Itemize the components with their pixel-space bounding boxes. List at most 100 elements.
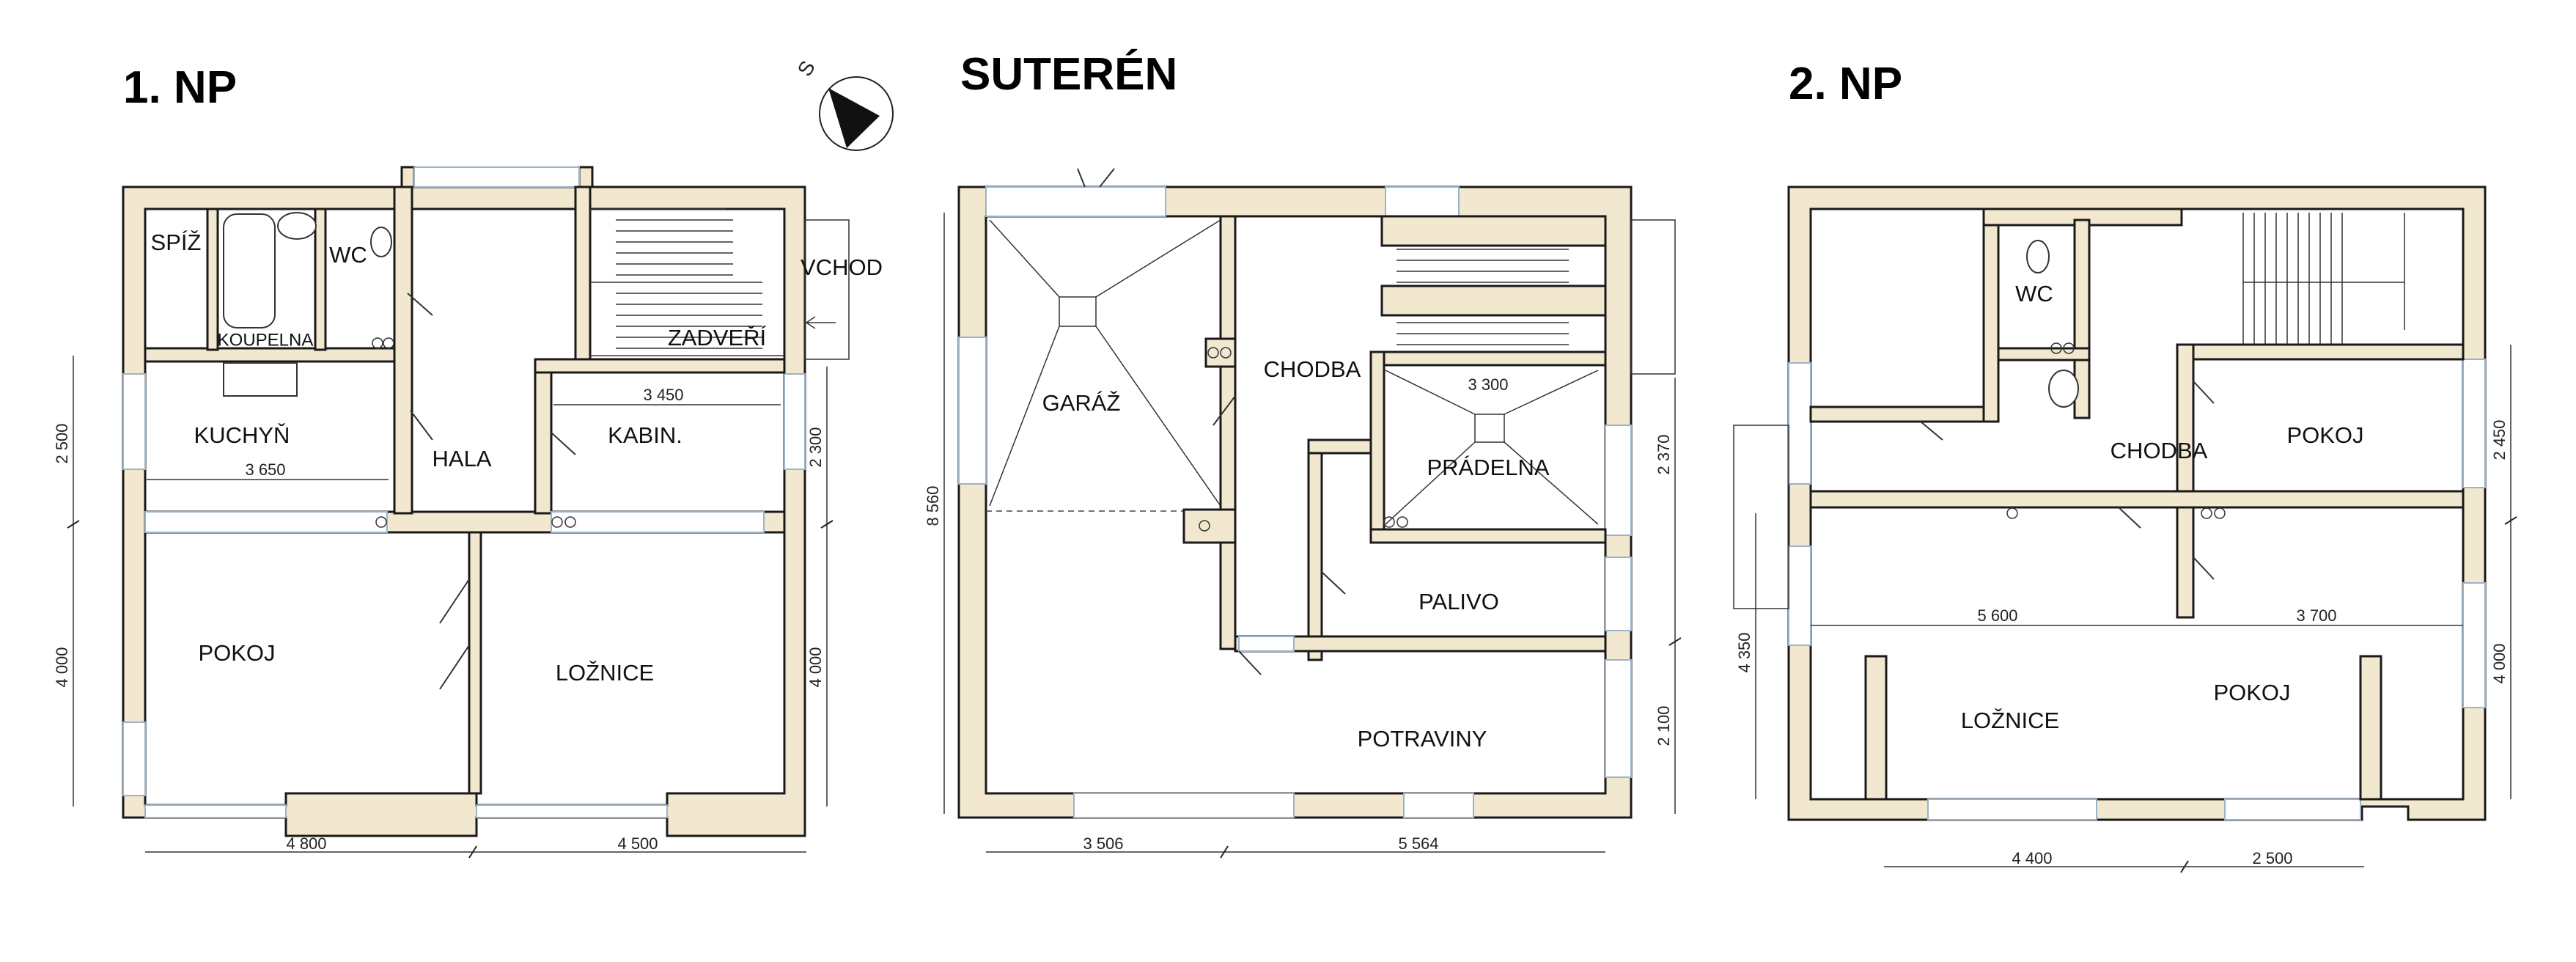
garage-ceiling-lines	[986, 168, 1221, 512]
dim-basement-bottom-left: 3 506	[1083, 834, 1123, 853]
dim-upper-bottom-left: 4 400	[2012, 849, 2052, 867]
ground-door-bedroom	[439, 579, 470, 690]
dim-basement-right-upper: 2 370	[1655, 434, 1673, 474]
upper-wall-room2-top	[2176, 343, 2465, 361]
dim-cabinet-width: 3 450	[643, 386, 683, 404]
dim-bottom-right: 4 500	[617, 834, 658, 853]
ground-wall-bedroom	[468, 531, 482, 795]
upper-window-bottom-right	[2224, 798, 2361, 820]
upper-window-left	[1788, 362, 1811, 485]
dim-upper-bottom-right: 2 500	[2252, 849, 2292, 867]
room-label-upper-room-top: POKOJ	[2286, 422, 2363, 448]
upper-chimney-1	[2050, 342, 2062, 354]
basement-window-top	[1385, 186, 1460, 217]
room-label-upper-corridor: CHODBA	[2111, 438, 2208, 463]
dim-tick-basement-bottom	[1220, 845, 1229, 859]
dim-basement-bottom-right: 5 564	[1398, 834, 1438, 853]
entrance-arrowhead	[806, 316, 816, 329]
basement-doors	[1212, 395, 1346, 675]
dim-upper-left-total: 4 350	[1735, 632, 1753, 672]
upper-wall-room1-bottom	[1809, 405, 2000, 423]
dim-tick-upper-bottom	[2180, 860, 2189, 873]
room-label-kitchen: KUCHYŇ	[194, 422, 290, 448]
dim-bottom-left: 4 800	[286, 834, 326, 853]
ground-window-kitchen	[122, 373, 146, 470]
room-label-laundry: PRÁDELNA	[1427, 455, 1549, 480]
basement-door-opening	[1238, 636, 1295, 652]
ground-wall-bath-wc	[314, 208, 327, 351]
room-label-living: POKOJ	[198, 640, 275, 666]
basement-laundry-left	[1369, 350, 1385, 544]
basement-title: SUTERÉN	[960, 49, 1177, 100]
basement-stair-wall-2	[1380, 284, 1607, 317]
basement-window-left	[958, 337, 987, 485]
upper-window-right-top	[2462, 359, 2486, 488]
ground-window-hall	[413, 166, 580, 188]
dim-tick-bottom	[468, 845, 477, 859]
dim-basement-right-lower: 2 100	[1655, 705, 1673, 746]
upper-staircase	[2242, 213, 2405, 345]
upper-wall-wc-bottom	[1997, 347, 2091, 361]
ground-chimney-4	[564, 516, 576, 528]
room-label-upper-wc: WC	[2015, 281, 2053, 306]
ground-wall-kitchen-top	[144, 347, 396, 363]
upper-toilet	[2026, 240, 2050, 273]
dim-left-upper: 2 500	[53, 423, 71, 463]
room-label-garage: GARÁŽ	[1042, 390, 1121, 416]
basement-chimney-1	[1207, 347, 1219, 359]
basement-window-bottom-left	[1073, 793, 1295, 818]
ground-chimney-3	[551, 516, 563, 528]
basement-laundry-bottom	[1369, 528, 1607, 544]
upper-washbasin	[2048, 370, 2079, 408]
compass-needle-icon	[828, 88, 880, 148]
basement-fuel-top	[1307, 438, 1372, 455]
ground-kitchen-counter	[223, 362, 298, 397]
upper-window-right-bottom	[2462, 582, 2486, 708]
ground-toilet	[370, 227, 392, 257]
dim-tick-upper-right	[2504, 516, 2517, 525]
dim-upper-right-upper: 2 450	[2490, 419, 2509, 460]
dim-right-upper: 2 300	[806, 427, 825, 467]
basement-outer-walls	[957, 186, 1633, 819]
ground-wall-stair	[574, 186, 592, 361]
room-label-pantry: SPÍŽ	[151, 230, 202, 255]
ground-cabinet-glazing	[551, 511, 765, 533]
upper-wall-horizontal	[1809, 490, 2465, 509]
basement-fuel-left	[1307, 438, 1323, 661]
basement-pantry-top	[1234, 635, 1607, 653]
dim-upper-width-left: 5 600	[1977, 606, 2017, 625]
room-label-food-pantry: POTRAVINY	[1358, 726, 1487, 752]
upper-wall-stub-left	[1864, 655, 1888, 801]
basement-window-pantry	[1605, 659, 1632, 778]
upper-chimney-4	[2201, 507, 2212, 519]
basement-plan: SUTERÉN	[924, 49, 1682, 859]
basement-chimney-4	[1383, 516, 1395, 528]
upper-balcony	[1733, 425, 1789, 609]
dim-left-lower: 4 000	[53, 647, 71, 687]
ground-wall-cabinet-top	[534, 358, 786, 374]
ground-kitchen-glazing	[144, 511, 388, 533]
room-label-cabinet: KABIN.	[608, 422, 682, 448]
ground-staircase	[590, 208, 784, 356]
upper-wall-room2-left	[2176, 343, 2195, 496]
basement-chimney-3	[1199, 520, 1210, 532]
room-label-bathroom: KOUPELNA	[218, 330, 314, 350]
room-label-basement-corridor: CHODBA	[1264, 356, 1361, 382]
dim-right-lower: 4 000	[806, 647, 825, 687]
room-label-hall: HALA	[433, 446, 492, 471]
room-label-entrance: VCHOD	[801, 254, 883, 280]
ground-chimney-2	[383, 337, 394, 349]
upper-floor-title: 2. NP	[1789, 59, 1902, 109]
dim-tick-right	[820, 520, 833, 529]
dim-upper-width-right: 3 700	[2296, 606, 2336, 625]
room-label-wc: WC	[329, 242, 367, 268]
basement-garage-door	[985, 186, 1166, 217]
basement-staircase	[1396, 219, 1676, 375]
upper-chimney-5	[2214, 507, 2226, 519]
basement-stair-wall	[1380, 215, 1607, 247]
basement-chimney-2	[1220, 347, 1232, 359]
upper-wall-wc-right	[2073, 219, 2091, 419]
dim-tick-left	[67, 520, 80, 529]
ground-window-bottom-left	[144, 804, 287, 818]
